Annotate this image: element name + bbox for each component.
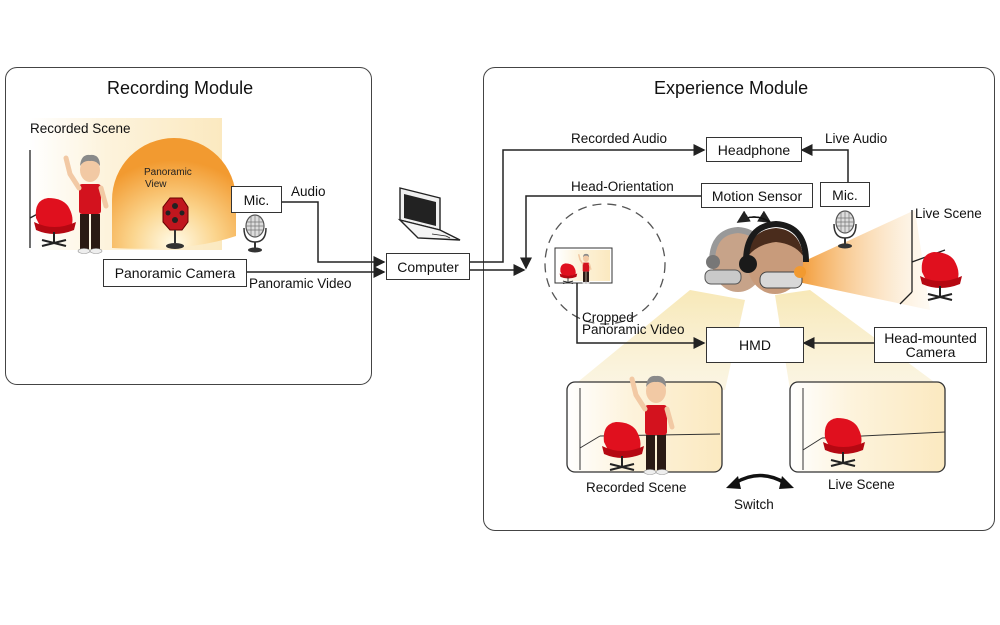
hmd-box: HMD <box>706 327 804 363</box>
switch-label: Switch <box>734 497 774 512</box>
live-audio-label: Live Audio <box>825 131 888 146</box>
live-view-cone <box>775 290 945 390</box>
computer-box: Computer <box>386 253 470 280</box>
cropped-label-line2: Panoramic Video <box>582 322 685 337</box>
recording-module-title: Recording Module <box>107 78 254 98</box>
recorded-scene-label: Recorded Scene <box>30 121 131 136</box>
headphone-box: Headphone <box>706 137 802 162</box>
panoramic-view-glow <box>112 138 236 249</box>
recording-mic-box: Mic. <box>231 186 282 213</box>
live-scene-panel <box>789 381 946 473</box>
panoramic-camera-device <box>162 197 189 249</box>
cropped-label-line1: Cropped <box>582 310 634 325</box>
panoramic-view-label-line2: View <box>145 179 167 190</box>
live-camera-cone <box>798 210 930 310</box>
head-mounted-camera-box: Head-mounted Camera <box>874 327 987 363</box>
connection-lines <box>247 144 874 349</box>
user-heads-icon <box>704 210 809 294</box>
live-scene-bottom-label: Live Scene <box>828 477 895 492</box>
panoramic-view-label-line1: Panoramic <box>144 167 192 178</box>
experience-module-title: Experience Module <box>654 78 809 98</box>
head-camera-label-line1: Head-mounted <box>884 330 977 346</box>
head-camera-label-line2: Camera <box>905 344 956 360</box>
panoramic-camera-box: Panoramic Camera <box>103 259 247 287</box>
recording-mic-icon <box>243 214 267 254</box>
switch-arrow-icon <box>726 473 794 489</box>
recorded-audio-label: Recorded Audio <box>571 131 668 146</box>
recorded-scene-panel <box>566 376 723 475</box>
laptop-icon <box>397 187 461 241</box>
head-orientation-label: Head-Orientation <box>571 179 674 194</box>
cropped-view-circle <box>544 203 666 325</box>
live-scene-label: Live Scene <box>915 206 982 221</box>
recorded-view-cone <box>568 290 745 390</box>
panoramic-video-label: Panoramic Video <box>249 276 352 291</box>
recorded-scene-bottom-label: Recorded Scene <box>586 480 687 495</box>
live-mic-box: Mic. <box>820 182 870 207</box>
motion-sensor-box: Motion Sensor <box>701 183 813 208</box>
live-scene-illustration <box>899 210 963 305</box>
audio-label: Audio <box>291 184 326 199</box>
